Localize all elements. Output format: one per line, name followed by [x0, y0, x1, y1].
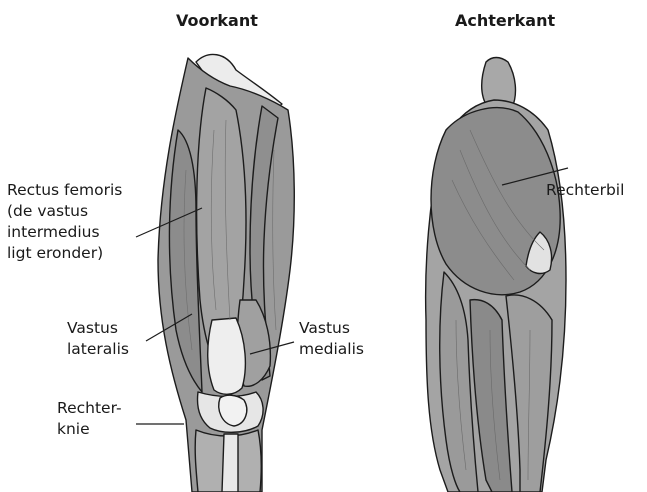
front-view-title: Voorkant — [176, 12, 258, 30]
front-leg-drawing — [158, 54, 294, 492]
label-right-knee-line1: Rechter- — [57, 398, 122, 419]
label-right-buttock-line1: Rechterbil — [546, 180, 624, 201]
label-vastus-medialis-line2: medialis — [299, 339, 364, 360]
back-view-title: Achterkant — [455, 12, 555, 30]
label-vastus-lateralis-line1: Vastus — [67, 318, 129, 339]
label-right-knee-line2: knie — [57, 419, 122, 440]
patella-tendon — [208, 318, 246, 394]
label-vastus-medialis: Vastus medialis — [299, 318, 364, 360]
label-rectus-femoris-line4: ligt eronder) — [7, 243, 122, 264]
label-rectus-femoris-line3: intermedius — [7, 222, 122, 243]
back-leg-drawing — [426, 58, 566, 492]
label-rectus-femoris-line2: (de vastus — [7, 201, 122, 222]
label-vastus-medialis-line1: Vastus — [299, 318, 364, 339]
label-vastus-lateralis: Vastus lateralis — [67, 318, 129, 360]
label-right-buttock: Rechterbil — [546, 180, 624, 201]
label-rectus-femoris: Rectus femoris (de vastus intermedius li… — [7, 180, 122, 264]
label-right-knee: Rechter- knie — [57, 398, 122, 440]
label-vastus-lateralis-line2: lateralis — [67, 339, 129, 360]
front-shin-bone — [222, 434, 238, 492]
label-rectus-femoris-line1: Rectus femoris — [7, 180, 122, 201]
